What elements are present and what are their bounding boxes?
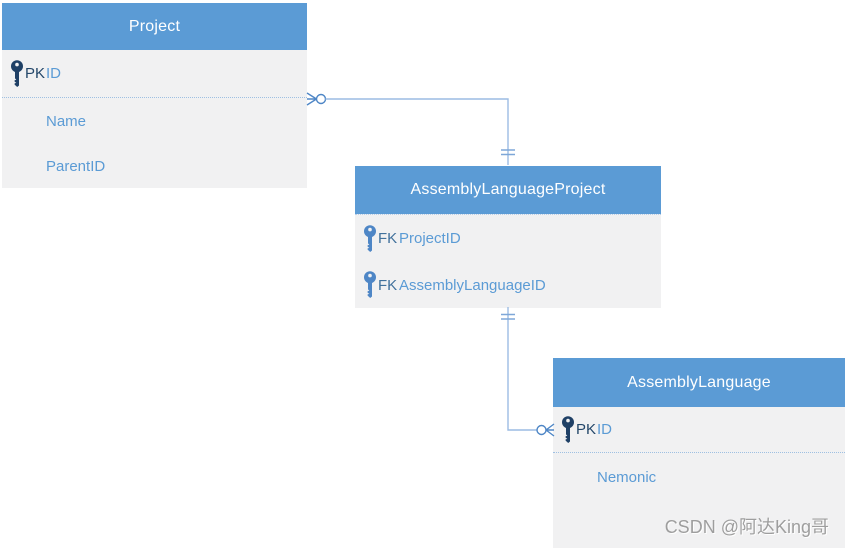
field-name: ProjectID	[399, 230, 461, 247]
field-name: ID	[597, 421, 612, 438]
table-title: AssemblyLanguage	[627, 373, 771, 391]
key-label: FK	[378, 276, 398, 294]
table-body: PK ID Name ParentID	[2, 50, 307, 188]
foreign-key-icon	[364, 271, 376, 298]
key-label: PK	[25, 65, 46, 82]
table-body: FK ProjectID FK AssemblyLanguageID	[355, 214, 661, 308]
zero-cardinality-circle-icon	[536, 424, 547, 436]
field-name: Name	[46, 113, 87, 130]
table-row-name: Name	[2, 98, 307, 145]
zero-cardinality-circle-icon	[315, 93, 327, 105]
primary-key-icon	[562, 415, 574, 443]
field-name: ParentID	[46, 158, 106, 175]
one-cardinality-ticks-icon	[501, 313, 515, 320]
entity-table-assembly-language: AssemblyLanguage PK ID Nemonic	[553, 358, 845, 548]
key-label: FK	[378, 230, 398, 247]
entity-table-project: Project PK ID Name Paren	[2, 3, 307, 188]
table-title: AssemblyLanguageProject	[410, 181, 606, 198]
field-name: Nemonic	[597, 468, 657, 486]
table-row-pk-id: PK ID	[553, 407, 845, 453]
table-row-fk-projectid: FK ProjectID	[355, 215, 661, 262]
entity-table-assembly-language-project: AssemblyLanguageProject FK ProjectID	[355, 166, 661, 308]
key-label: PK	[576, 421, 597, 438]
table-title: Project	[128, 17, 181, 35]
relationship-assemblylanguageproject-to-assemblylanguage	[501, 307, 555, 437]
table-row-nemonic: Nemonic	[553, 453, 845, 501]
crows-foot-zero-or-many-icon	[306, 92, 317, 106]
relationship-project-to-assemblylanguageproject	[306, 92, 515, 165]
table-header: Project	[2, 3, 307, 50]
table-header: AssemblyLanguageProject	[355, 166, 661, 214]
foreign-key-icon	[364, 224, 376, 252]
field-name: ID	[46, 65, 61, 82]
table-body: PK ID Nemonic	[553, 407, 845, 548]
one-cardinality-ticks-icon	[501, 149, 515, 156]
table-header: AssemblyLanguage	[553, 358, 845, 407]
table-row-parentid: ParentID	[2, 145, 307, 188]
primary-key-icon	[11, 59, 23, 87]
table-row-fk-assemblylanguageid: FK AssemblyLanguageID	[355, 262, 661, 308]
table-row-pk-id: PK ID	[2, 50, 307, 98]
csdn-watermark: CSDN @阿达King哥	[664, 517, 829, 537]
field-name: AssemblyLanguageID	[399, 276, 546, 294]
